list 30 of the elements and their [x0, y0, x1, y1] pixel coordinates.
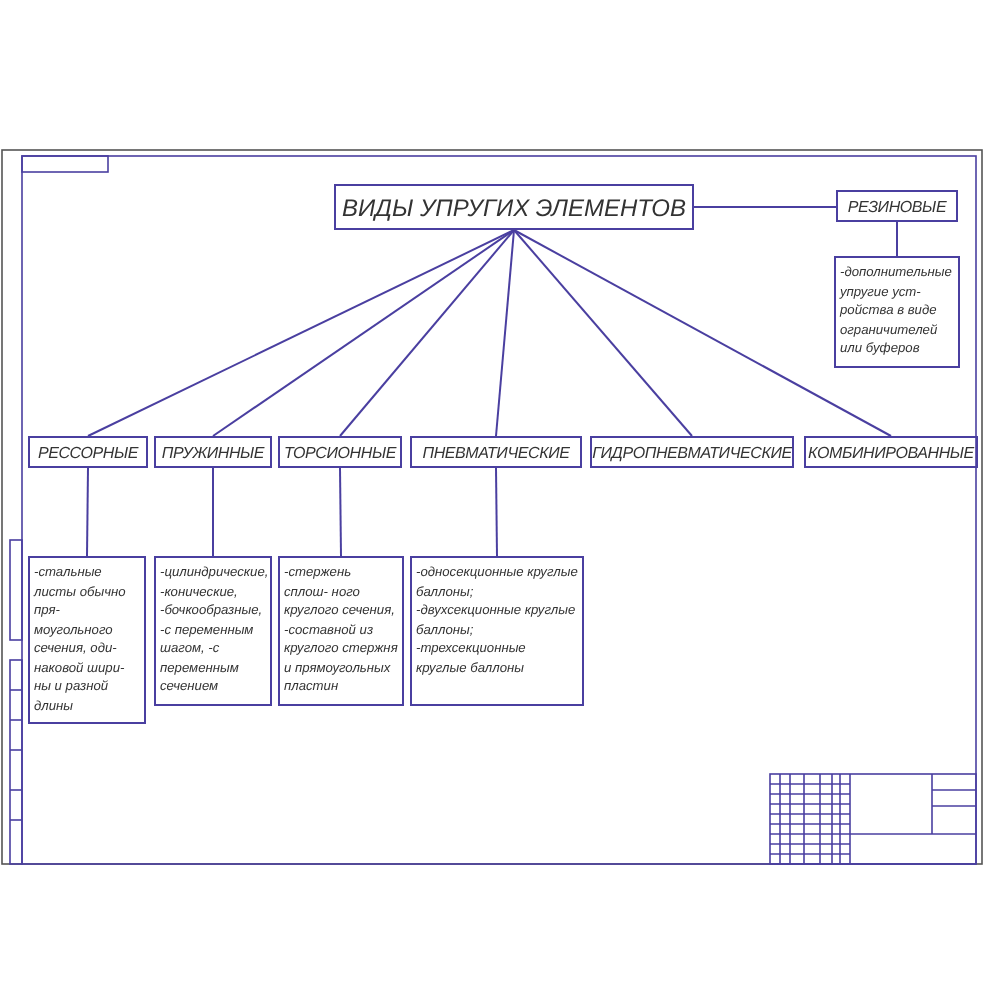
connector-line [86, 467, 89, 557]
category-box [410, 436, 582, 468]
description-box [410, 556, 584, 706]
category-label: ВИДЫ УПРУГИХ ЭЛЕМЕНТОВ [341, 193, 687, 221]
description-box [28, 556, 146, 725]
category-label: ГИДРОПНЕВМАТИЧЕСКИЕ [592, 443, 792, 461]
connector-line [212, 467, 214, 557]
title-box [334, 184, 694, 230]
category-label: РЕССОРНЫЕ [37, 443, 139, 461]
category-label: ПНЕВМАТИЧЕСКИЕ [422, 443, 570, 461]
connector-line [513, 229, 693, 437]
category-box [590, 436, 794, 468]
connector-line [896, 221, 898, 257]
category-box [278, 436, 402, 468]
connector-line [212, 229, 515, 437]
connector-line [87, 229, 515, 437]
category-label: ПРУЖИННЫЕ [161, 443, 265, 461]
category-box [154, 436, 272, 468]
connector-line [495, 467, 498, 557]
category-box [804, 436, 978, 468]
category-box [28, 436, 148, 468]
category-label: КОМБИНИРОВАННЫЕ [808, 443, 974, 461]
connector-line [339, 467, 342, 557]
connector-line [495, 229, 515, 437]
connector-line [339, 229, 515, 437]
connector-line [513, 229, 892, 437]
category-label: РЕЗИНОВЫЕ [847, 197, 947, 215]
connector-line [693, 206, 837, 208]
category-box [836, 190, 958, 222]
category-label: ТОРСИОННЫЕ [284, 443, 396, 461]
